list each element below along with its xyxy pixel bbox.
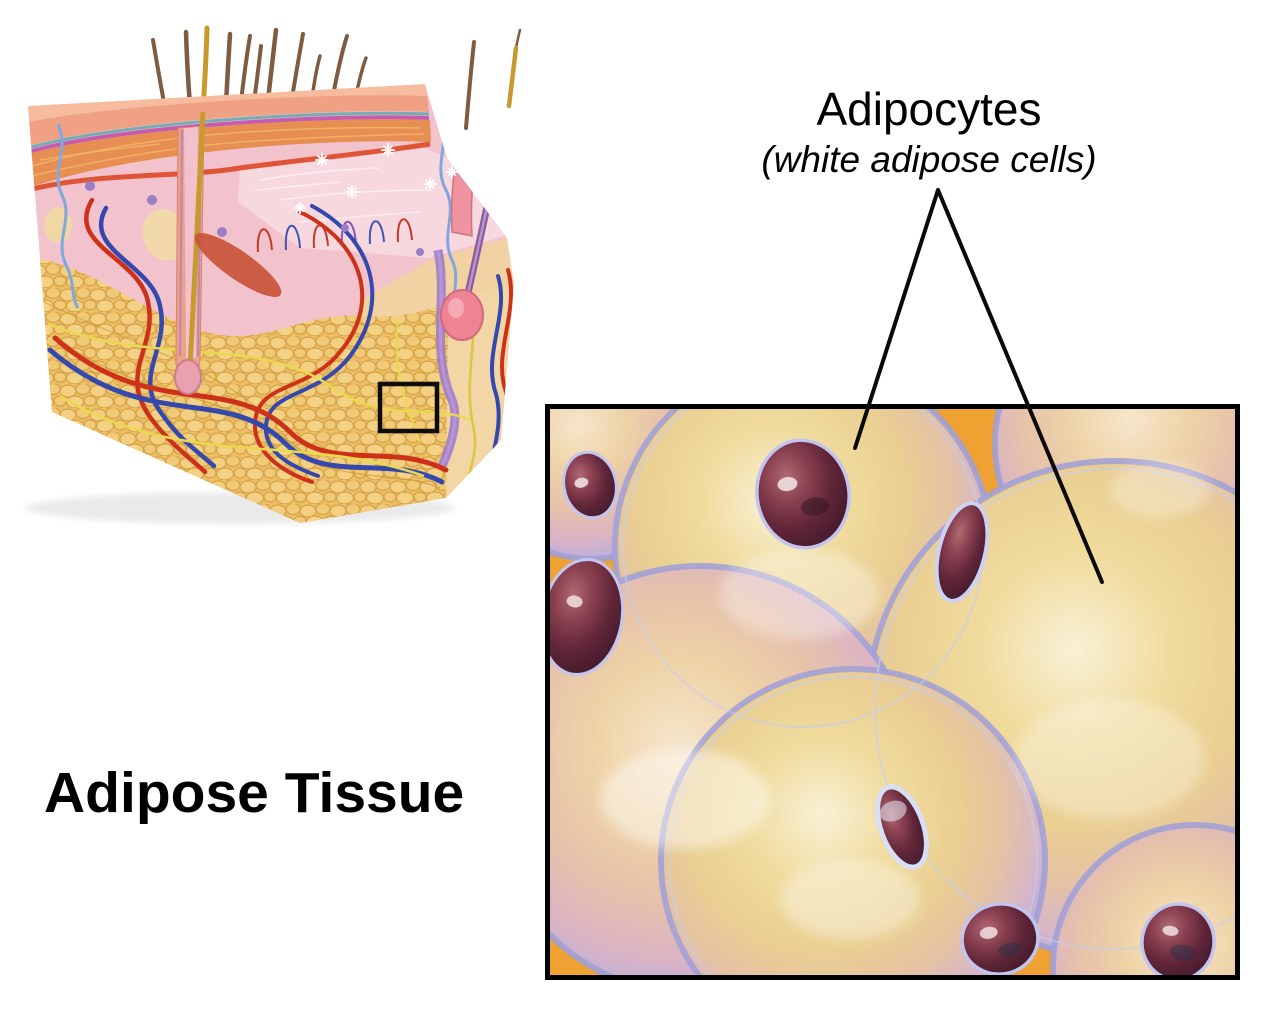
dermal-junction [28,141,431,193]
skin-block [28,84,514,523]
hairs-group [151,25,522,130]
nerve-endings [85,181,424,256]
hair-follicle [174,111,206,395]
adipocytes-micro-view [550,409,1235,975]
capillary-loops [256,218,413,253]
adipocytes-inset-box [545,404,1240,980]
dermis-plateau [238,148,505,258]
magnified-region-marker [377,381,440,434]
skin-cross-section-illustration [25,25,522,524]
adipocytes-sublabel: (white adipose cells) [761,138,1097,180]
lipid-highlights [600,461,1210,939]
hair-shaft-yellow [506,45,519,109]
adipocyte-nuclei [550,438,1216,975]
arrector-pili-muscle [194,233,282,297]
page-title: Adipose Tissue [44,761,465,825]
epidermis-top [28,84,427,122]
nerve-fibers-blue [56,113,458,309]
adipocytes-label: Adipocytes [816,83,1042,135]
sweat-gland-coils [294,143,458,214]
epidermis-front [28,95,429,146]
adipocytes-callout: Adipocytes (white adipose cells) [761,84,1096,180]
